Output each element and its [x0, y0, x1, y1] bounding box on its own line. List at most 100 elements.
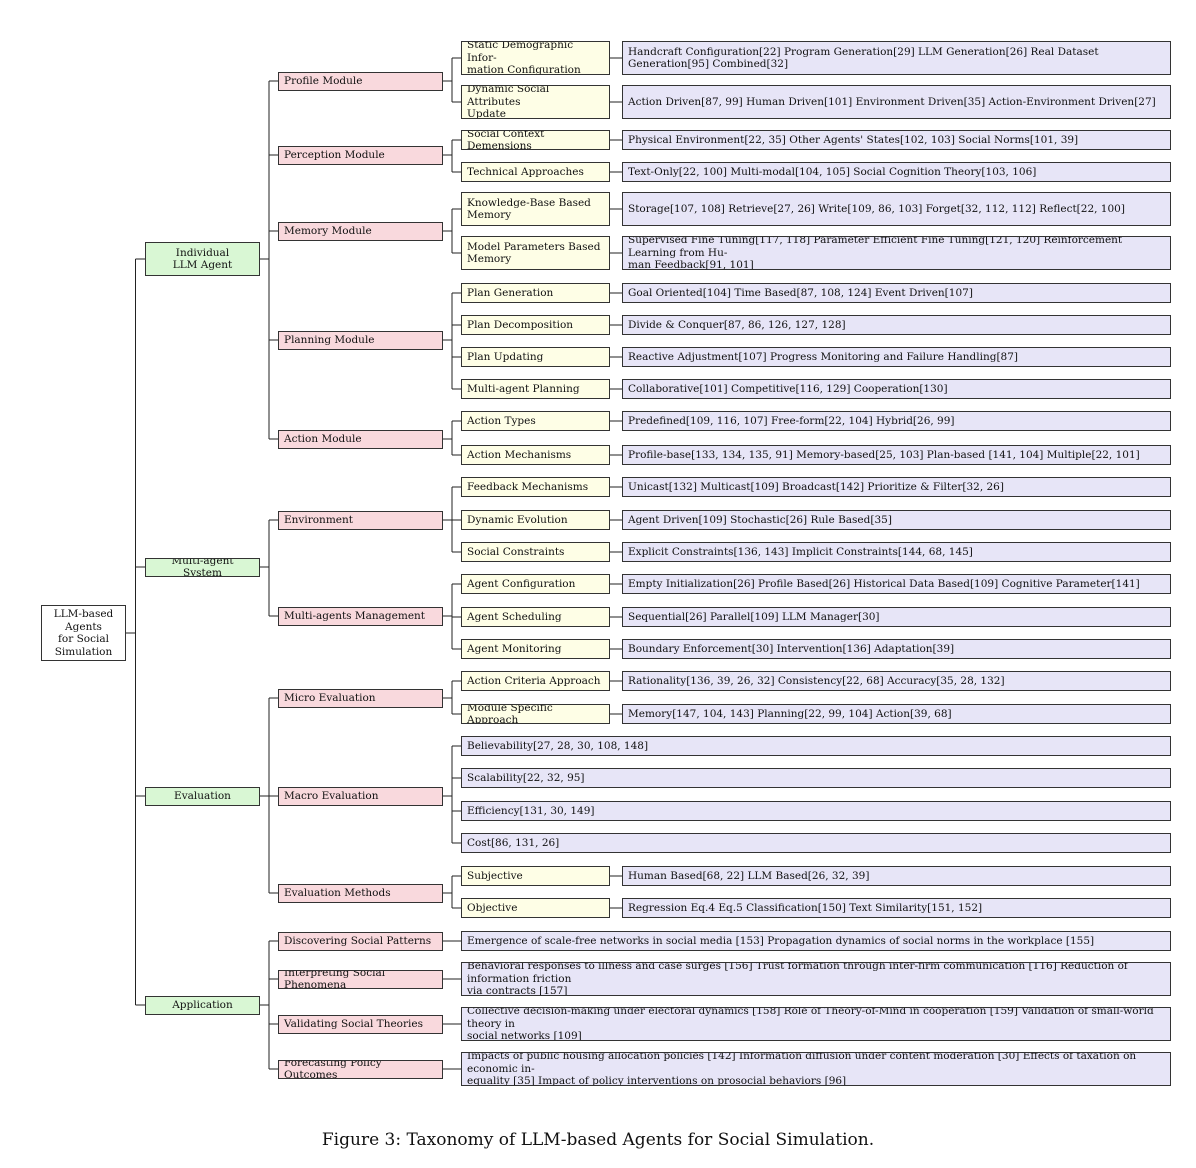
leaf-knowledge-base-based-memory: Storage[107, 108] Retrieve[27, 26] Write…	[622, 192, 1171, 226]
subtopic-social-constraints: Social Constraints	[461, 542, 610, 562]
subtopic-feedback-mechanisms: Feedback Mechanisms	[461, 477, 610, 497]
node-label-line: Micro Evaluation	[284, 691, 376, 704]
node-label-line: Dynamic Evolution	[467, 513, 568, 526]
node-label-line: Physical Environment[22, 35] Other Agent…	[628, 133, 1079, 146]
category-evaluation: Evaluation	[145, 786, 260, 806]
node-label-line: Module Specific Approach	[467, 704, 553, 724]
subtopic-static-demographic-information-configura: Static Demographic Infor-mation Configur…	[461, 41, 610, 75]
node-label-line: Plan Generation	[467, 286, 554, 299]
leaf-scalability-22-32-95: Scalability[22, 32, 95]	[461, 768, 1171, 788]
node-label-line: Social Constraints	[467, 545, 565, 558]
module-action-module: Action Module	[278, 429, 443, 449]
category-multi-agent-system: Multi-agent System	[145, 557, 260, 577]
node-label-line: Impacts of public housing allocation pol…	[467, 1052, 1137, 1075]
node-label-line: Action Module	[284, 432, 362, 445]
node-label-line: Agent Scheduling	[467, 610, 562, 623]
subtopic-agent-scheduling: Agent Scheduling	[461, 607, 610, 627]
node-label-line: social networks [109]	[467, 1030, 582, 1041]
node-label-line: Behavioral responses to illness and case…	[467, 962, 1128, 985]
leaf-social-constraints: Explicit Constraints[136, 143] Implicit …	[622, 542, 1171, 562]
leaf-objective: Regression Eq.4 Eq.5 Classification[150]…	[622, 898, 1171, 918]
node-label-line: Emergence of scale-free networks in soci…	[467, 934, 1095, 947]
leaf-action-mechanisms: Profile-base[133, 134, 135, 91] Memory-b…	[622, 445, 1171, 465]
leaf-believability-27-28-30-108-148: Believability[27, 28, 30, 108, 148]	[461, 736, 1171, 756]
node-label-line: Objective	[467, 901, 518, 914]
figure-caption: Figure 3: Taxonomy of LLM-based Agents f…	[321, 1130, 875, 1150]
leaf-efficiency-131-30-149: Efficiency[131, 30, 149]	[461, 801, 1171, 821]
subtopic-multi-agent-planning: Multi-agent Planning	[461, 379, 610, 399]
leaf-validating-social-theories: Collective decision-making under elector…	[461, 1007, 1171, 1041]
node-label-line: Agent Driven[109] Stochastic[26] Rule Ba…	[628, 513, 892, 526]
module-environment: Environment	[278, 510, 443, 530]
leaf-action-criteria-approach: Rationality[136, 39, 26, 32] Consistency…	[622, 671, 1171, 691]
subtopic-module-specific-approach: Module Specific Approach	[461, 704, 610, 724]
leaf-discovering-social-patterns: Emergence of scale-free networks in soci…	[461, 931, 1171, 951]
node-label-line: Memory Module	[284, 224, 372, 237]
module-multi-agents-management: Multi-agents Management	[278, 606, 443, 626]
subtopic-plan-generation: Plan Generation	[461, 283, 610, 303]
leaf-feedback-mechanisms: Unicast[132] Multicast[109] Broadcast[14…	[622, 477, 1171, 497]
node-label-line: Cost[86, 131, 26]	[467, 836, 560, 849]
leaf-plan-decomposition: Divide & Conquer[87, 86, 126, 127, 128]	[622, 315, 1171, 335]
module-micro-evaluation: Micro Evaluation	[278, 688, 443, 708]
node-label-line: Simulation	[54, 645, 113, 658]
node-label-line: Efficiency[131, 30, 149]	[467, 804, 595, 817]
leaf-dynamic-social-attributes-update: Action Driven[87, 99] Human Driven[101] …	[622, 85, 1171, 119]
leaf-model-parameters-based-memory: Supervised Fine Tuning[117, 118] Paramet…	[622, 236, 1171, 270]
node-label-line: Regression Eq.4 Eq.5 Classification[150]…	[628, 901, 983, 914]
subtopic-plan-updating: Plan Updating	[461, 347, 610, 367]
node-label-line: Action Criteria Approach	[467, 674, 601, 687]
node-label-line: Human Based[68, 22] LLM Based[26, 32, 39…	[628, 869, 870, 882]
node-label-line: Feedback Mechanisms	[467, 480, 589, 493]
leaf-action-types: Predefined[109, 116, 107] Free-form[22, …	[622, 411, 1171, 431]
node-label-line: Environment	[284, 513, 353, 526]
leaf-module-specific-approach: Memory[147, 104, 143] Planning[22, 99, 1…	[622, 704, 1171, 724]
node-label-line: Dynamic Social Attributes	[467, 85, 550, 108]
node-label-line: LLM-based	[53, 608, 114, 620]
node-label-line: Static Demographic Infor-	[467, 41, 574, 64]
subtopic-social-context-demensions: Social Context Demensions	[461, 130, 610, 150]
module-macro-evaluation: Macro Evaluation	[278, 786, 443, 806]
leaf-plan-generation: Goal Oriented[104] Time Based[87, 108, 1…	[622, 283, 1171, 303]
leaf-cost-86-131-26: Cost[86, 131, 26]	[461, 833, 1171, 853]
node-label-line: Individual	[175, 246, 230, 259]
node-label-line: Boundary Enforcement[30] Intervention[13…	[628, 642, 955, 655]
node-label-line: Validating Social Theories	[284, 1017, 423, 1030]
node-label-line: Agents	[65, 620, 102, 633]
leaf-plan-updating: Reactive Adjustment[107] Progress Monito…	[622, 347, 1171, 367]
node-label-line: Memory	[467, 209, 512, 221]
leaf-agent-monitoring: Boundary Enforcement[30] Intervention[13…	[622, 639, 1171, 659]
leaf-social-context-demensions: Physical Environment[22, 35] Other Agent…	[622, 130, 1171, 150]
leaf-forecasting-policy-outcomes: Impacts of public housing allocation pol…	[461, 1052, 1171, 1086]
node-label-line: Application	[172, 998, 233, 1011]
node-label-line: Plan Decomposition	[467, 318, 574, 331]
node-label-line: Memory[147, 104, 143] Planning[22, 99, 1…	[628, 707, 952, 720]
node-label-line: Discovering Social Patterns	[284, 934, 432, 947]
node-label-line: Forecasting Policy Outcomes	[284, 1059, 382, 1079]
application-interpreting-social-phenomena: Interpreting Social Phenomena	[278, 969, 443, 989]
node-label-line: LLM Agent	[172, 259, 233, 271]
leaf-interpreting-social-phenomena: Behavioral responses to illness and case…	[461, 962, 1171, 996]
node-label-line: Macro Evaluation	[284, 789, 379, 802]
leaf-dynamic-evolution: Agent Driven[109] Stochastic[26] Rule Ba…	[622, 510, 1171, 530]
module-perception-module: Perception Module	[278, 145, 443, 165]
node-label-line: Action Driven[87, 99] Human Driven[101] …	[628, 95, 1156, 108]
module-evaluation-methods: Evaluation Methods	[278, 883, 443, 903]
node-label-line: Action Types	[467, 414, 536, 427]
node-label-line: Goal Oriented[104] Time Based[87, 108, 1…	[628, 286, 973, 299]
subtopic-plan-decomposition: Plan Decomposition	[461, 315, 610, 335]
node-label-line: Believability[27, 28, 30, 108, 148]	[467, 739, 649, 752]
node-label-line: Planning Module	[284, 333, 375, 346]
module-memory-module: Memory Module	[278, 221, 443, 241]
node-label-line: Profile-base[133, 134, 135, 91] Memory-b…	[628, 448, 1140, 461]
node-label-line: Subjective	[467, 869, 523, 882]
subtopic-action-types: Action Types	[461, 411, 610, 431]
node-label-line: Reactive Adjustment[107] Progress Monito…	[628, 350, 1019, 363]
subtopic-action-mechanisms: Action Mechanisms	[461, 445, 610, 465]
application-validating-social-theories: Validating Social Theories	[278, 1014, 443, 1034]
node-label-line: Model Parameters Based	[467, 240, 601, 253]
